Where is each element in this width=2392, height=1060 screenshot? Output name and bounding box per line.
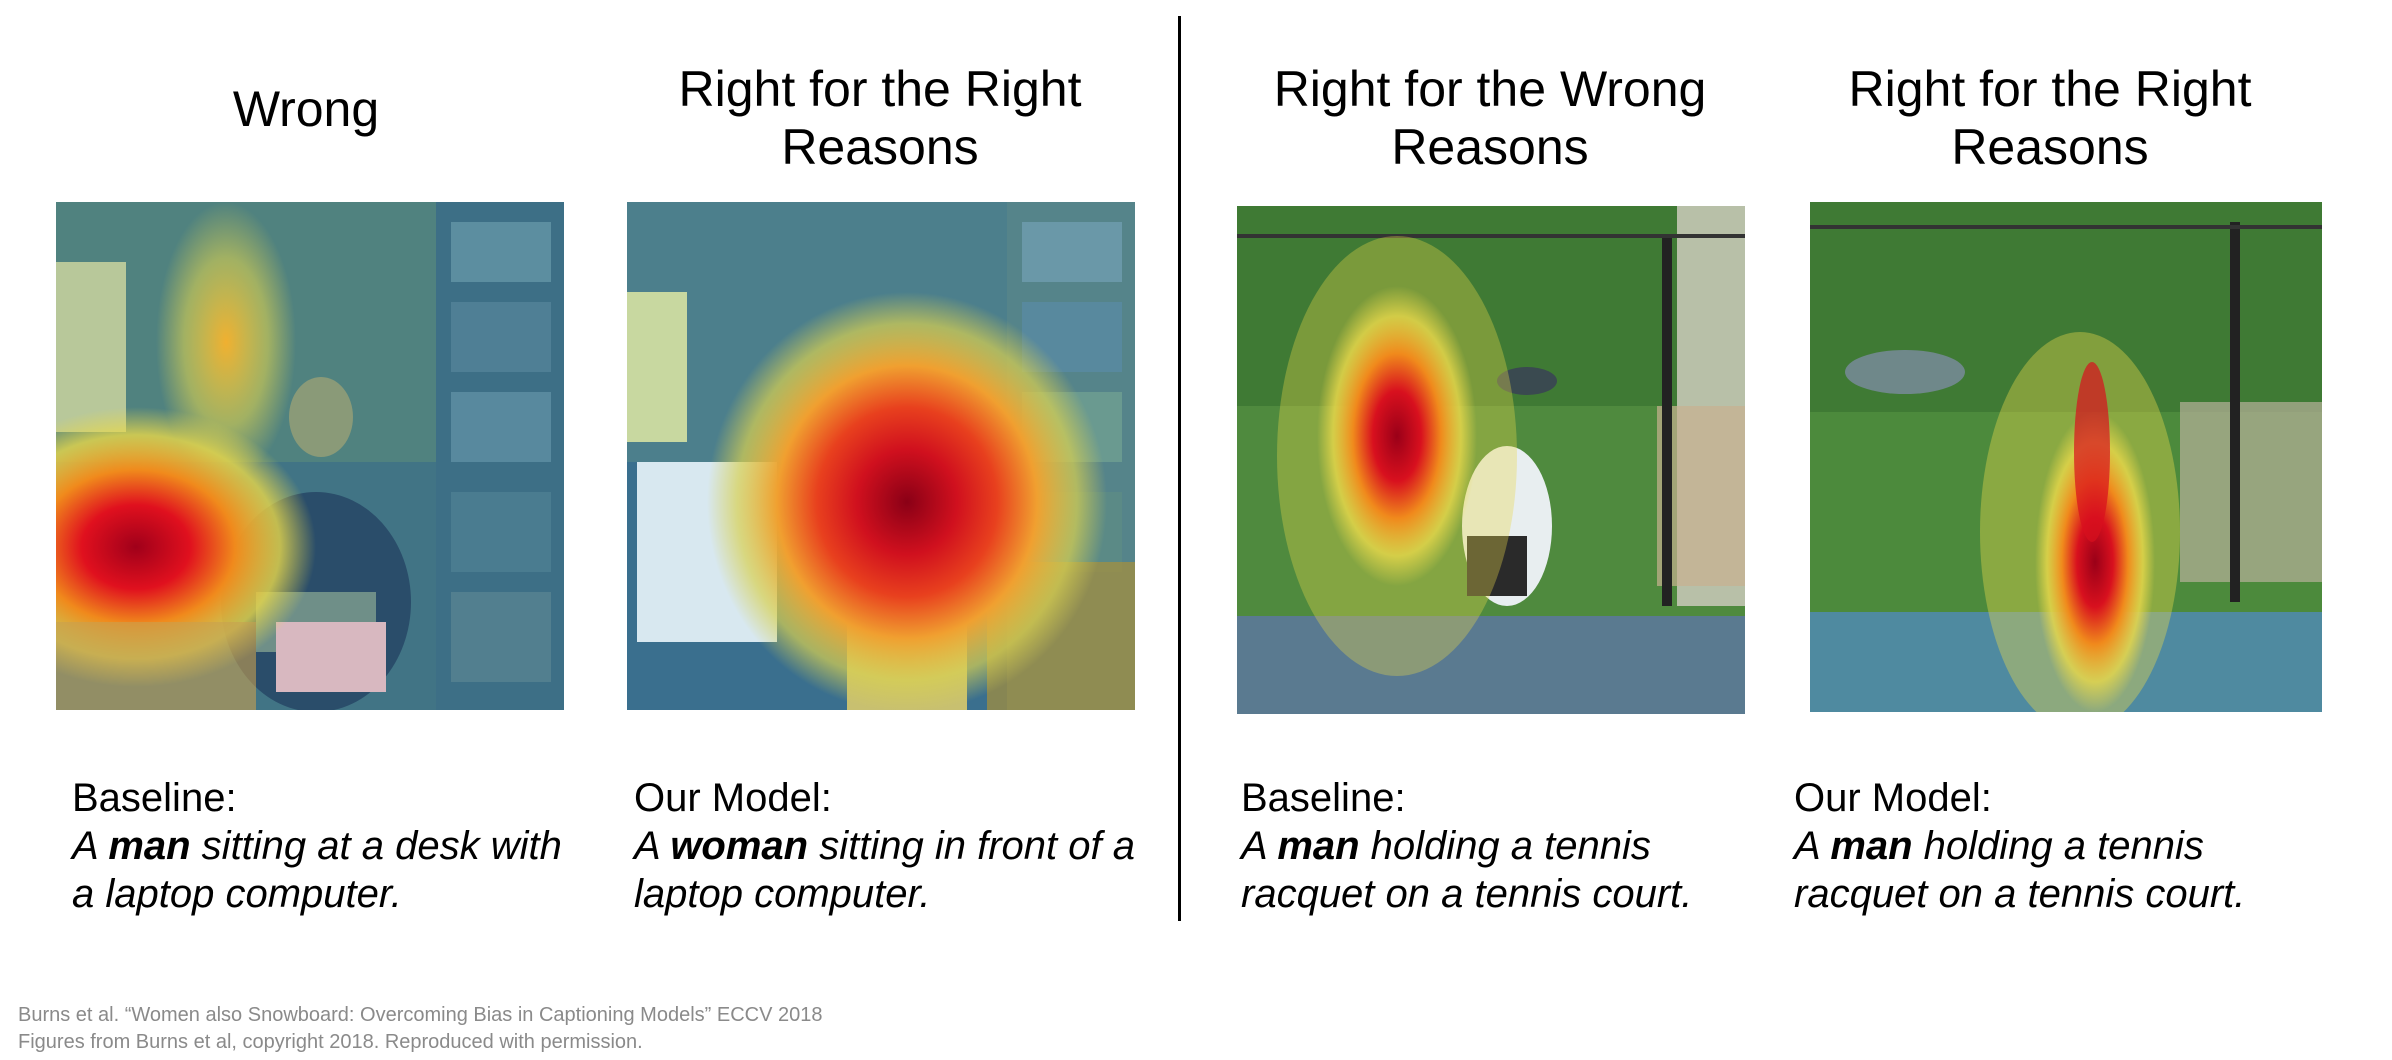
caption-bold-word: woman	[670, 824, 809, 868]
panel-2-caption: Our Model: A woman sitting in front of a…	[634, 774, 1174, 918]
panel-1-heatmap-image	[56, 202, 564, 710]
caption-pre: A	[634, 824, 671, 868]
panel-3-title: Right for the Wrong Reasons	[1240, 60, 1740, 176]
caption-bold-word: man	[1830, 824, 1913, 868]
panel-3-title-line1: Right for the Wrong	[1273, 61, 1707, 117]
panel-1-title: Wrong	[56, 80, 556, 138]
panel-4-title-line1: Right for the Right	[1848, 61, 2252, 117]
panel-2-caption-line1: A woman sitting in front of a	[634, 822, 1174, 870]
caption-pre: A	[1241, 824, 1278, 868]
caption-post: holding a tennis	[1912, 824, 2204, 868]
panel-3-caption-label: Baseline:	[1241, 776, 1406, 820]
panel-2-title: Right for the Right Reasons	[630, 60, 1130, 176]
caption-post: sitting at a desk with	[190, 824, 562, 868]
panel-1-caption-line2: a laptop computer.	[72, 872, 402, 916]
panel-3-caption-line1: A man holding a tennis	[1241, 822, 1761, 870]
panel-2-caption-line2: laptop computer.	[634, 872, 931, 916]
panel-1-title-line1: Wrong	[232, 81, 380, 137]
panel-3-heatmap-image	[1237, 206, 1745, 714]
caption-post: holding a tennis	[1359, 824, 1651, 868]
panel-4-title-line2: Reasons	[1951, 119, 2149, 175]
panel-4-heatmap-image	[1810, 202, 2322, 712]
panel-4-title: Right for the Right Reasons	[1800, 60, 2300, 176]
panel-4-caption: Our Model: A man holding a tennis racque…	[1794, 774, 2354, 918]
panel-3-title-line2: Reasons	[1391, 119, 1589, 175]
citation-footer: Burns et al. “Women also Snowboard: Over…	[18, 1002, 822, 1056]
panel-1-caption-line1: A man sitting at a desk with	[72, 822, 592, 870]
panel-1-caption: Baseline: A man sitting at a desk with a…	[72, 774, 592, 918]
panel-1-caption-label: Baseline:	[72, 776, 237, 820]
panel-4-caption-label: Our Model:	[1794, 776, 1992, 820]
citation-line1: Burns et al. “Women also Snowboard: Over…	[18, 1004, 823, 1026]
caption-pre: A	[1794, 824, 1831, 868]
panel-3-caption: Baseline: A man holding a tennis racquet…	[1241, 774, 1761, 918]
citation-line2: Figures from Burns et al, copyright 2018…	[18, 1031, 643, 1053]
caption-bold-word: man	[1277, 824, 1360, 868]
panel-2-title-line2: Reasons	[781, 119, 979, 175]
panel-4-caption-line1: A man holding a tennis	[1794, 822, 2354, 870]
panel-4-caption-line2: racquet on a tennis court.	[1794, 872, 2246, 916]
panel-2-heatmap-image	[627, 202, 1135, 710]
panel-2-title-line1: Right for the Right	[678, 61, 1082, 117]
panel-2-caption-label: Our Model:	[634, 776, 832, 820]
vertical-divider	[1178, 16, 1181, 921]
panel-3-caption-line2: racquet on a tennis court.	[1241, 872, 1693, 916]
caption-pre: A	[72, 824, 109, 868]
caption-bold-word: man	[108, 824, 191, 868]
caption-post: sitting in front of a	[808, 824, 1135, 868]
